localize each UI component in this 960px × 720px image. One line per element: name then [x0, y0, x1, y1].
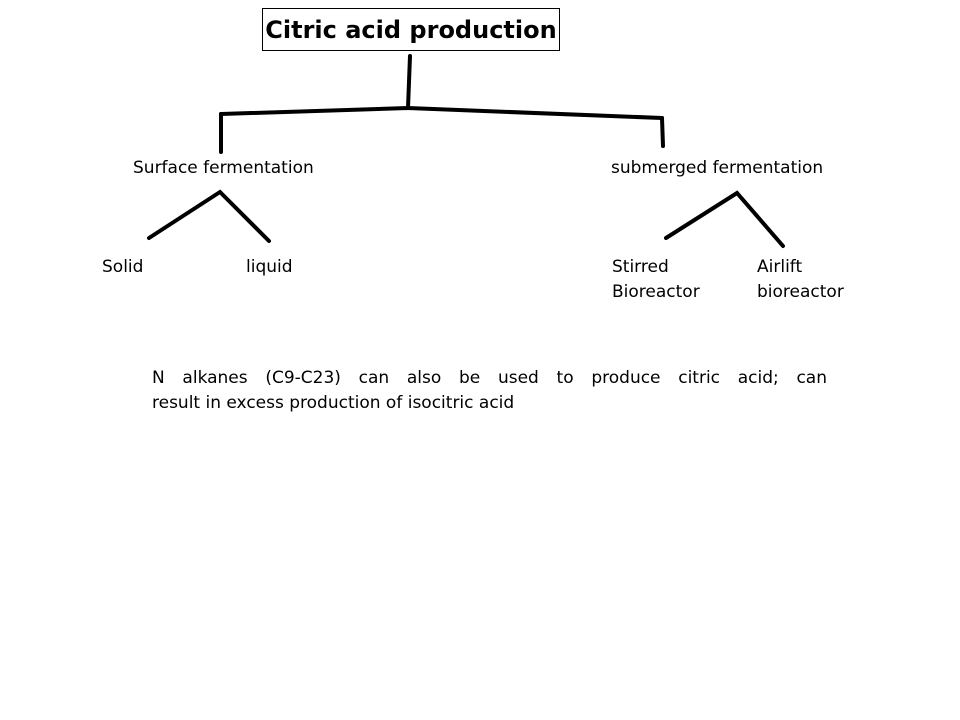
submerged-fermentation-label: submerged fermentation — [611, 158, 824, 178]
root-node-title: Citric acid production — [265, 15, 557, 44]
airlift-bioreactor-line-1: Airlift — [757, 257, 803, 277]
airlift-bioreactor-label: Airlift bioreactor — [757, 255, 844, 305]
note-line-2: result in excess production of isocitric… — [152, 393, 515, 413]
airlift-bioreactor-line-2: bioreactor — [757, 282, 844, 302]
stirred-bioreactor-line-2: Bioreactor — [612, 282, 700, 302]
submerged-fork-line — [664, 190, 785, 248]
surface-fermentation-label: Surface fermentation — [133, 158, 314, 178]
root-node-box: Citric acid production — [262, 8, 560, 51]
branch-bar-line — [219, 105, 664, 120]
root-stem-line — [406, 54, 412, 110]
stirred-bioreactor-line-1: Stirred — [612, 257, 669, 277]
stirred-bioreactor-label: Stirred Bioreactor — [612, 255, 700, 305]
note-line-1: N alkanes (C9-C23) can also be used to p… — [152, 368, 827, 388]
submerged-branch-drop-line — [660, 116, 665, 148]
note-paragraph: N alkanes (C9-C23) can also be used to p… — [152, 366, 827, 416]
surface-fork-line — [147, 189, 271, 243]
liquid-label: liquid — [246, 257, 293, 277]
solid-label: Solid — [102, 257, 144, 277]
